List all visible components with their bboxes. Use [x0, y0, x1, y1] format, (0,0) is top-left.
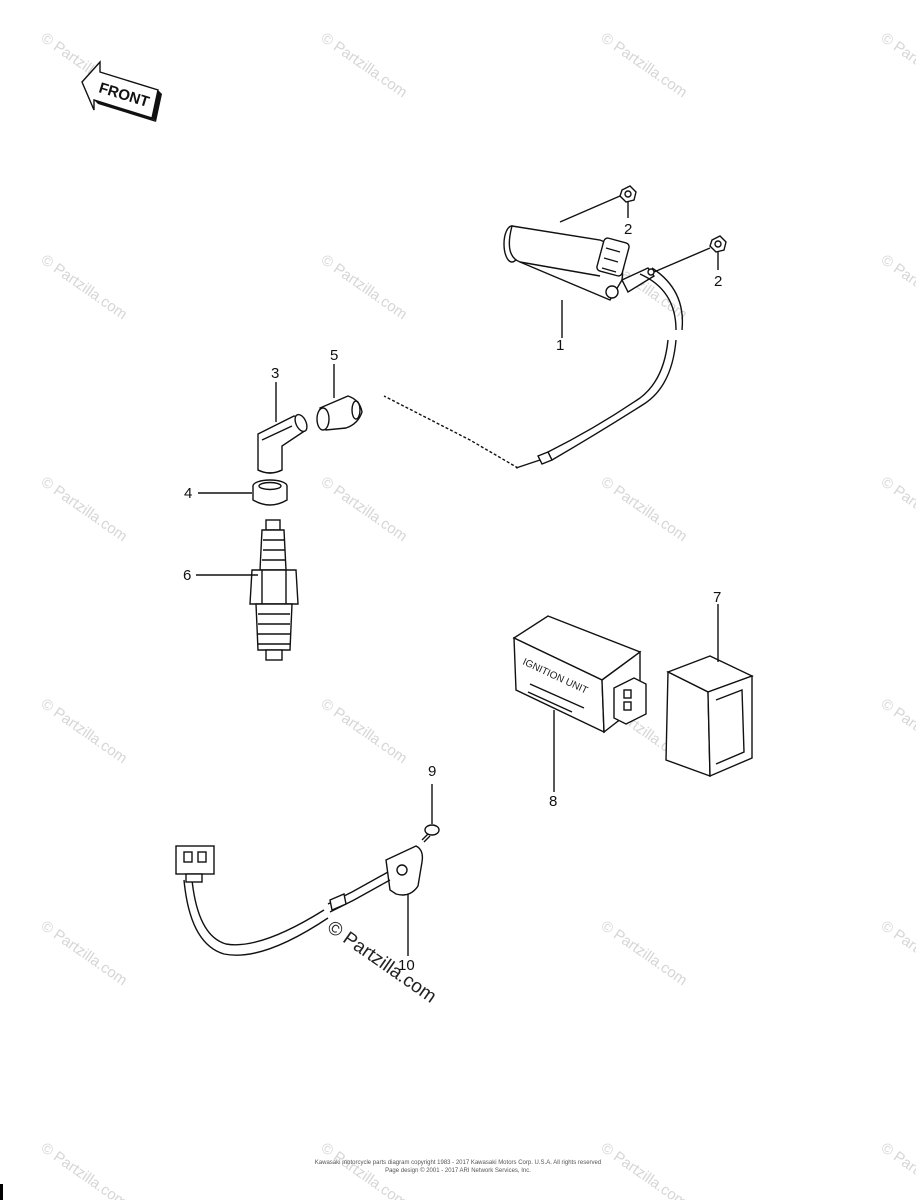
watermark: © Partzilla.com [38, 695, 131, 767]
watermark: © Partzilla.com [878, 251, 916, 323]
watermark: © Partzilla.com [598, 917, 691, 989]
seal-4 [252, 479, 288, 506]
nut-upper [559, 185, 637, 223]
watermark: © Partzilla.com [878, 695, 916, 767]
callout-10: 10 [398, 957, 415, 974]
ignition-unit-8: IGNITION UNIT [512, 615, 647, 734]
watermark: © Partzilla.com [878, 29, 916, 101]
callout-7: 7 [713, 589, 721, 606]
watermark: © Partzilla.com [878, 917, 916, 989]
callout-9: 9 [428, 763, 436, 780]
callout-1: 1 [556, 337, 564, 354]
callout-4: 4 [184, 485, 192, 502]
rubber-cover-7 [665, 655, 754, 778]
watermark-prominent: © Partzilla.com [323, 917, 440, 1008]
watermark-layer: © Partzilla.com © Partzilla.com © Partzi… [38, 29, 916, 1200]
callout-8: 8 [549, 793, 557, 810]
nut-right [653, 235, 727, 273]
watermark: © Partzilla.com [598, 473, 691, 545]
plug-cap-5 [316, 395, 363, 431]
footer-copyright: Kawasaki motorcycle parts diagram copyri… [314, 1160, 602, 1166]
watermark: © Partzilla.com [318, 473, 411, 545]
watermark: © Partzilla.com [878, 473, 916, 545]
front-arrow-icon: FRONT [81, 60, 162, 122]
callouts: 1 2 2 3 4 5 6 7 8 9 10 [183, 221, 722, 974]
callout-6: 6 [183, 567, 191, 584]
leader-lines [196, 300, 719, 792]
watermark: © Partzilla.com [38, 473, 131, 545]
watermark: © Partzilla.com [38, 917, 131, 989]
callout-2-right: 2 [714, 273, 722, 290]
watermark: © Partzilla.com [598, 29, 691, 101]
watermark: © Partzilla.com [318, 29, 411, 101]
callout-2-upper: 2 [624, 221, 632, 238]
callout-5: 5 [330, 347, 338, 364]
spark-plug-cap-3 [257, 413, 308, 474]
watermark: © Partzilla.com [38, 251, 131, 323]
callout-3: 3 [271, 365, 279, 382]
pickup-coil-10 [175, 845, 424, 956]
screw-9 [421, 784, 440, 843]
footer-page-design: Page design © 2001 - 2017 ARI Network Se… [385, 1168, 531, 1174]
ignition-coil [503, 225, 684, 331]
spark-plug-6 [249, 519, 299, 661]
edge-mark [0, 1184, 3, 1200]
watermark: © Partzilla.com [318, 251, 411, 323]
high-tension-lead [383, 339, 677, 469]
watermark: © Partzilla.com [318, 695, 411, 767]
